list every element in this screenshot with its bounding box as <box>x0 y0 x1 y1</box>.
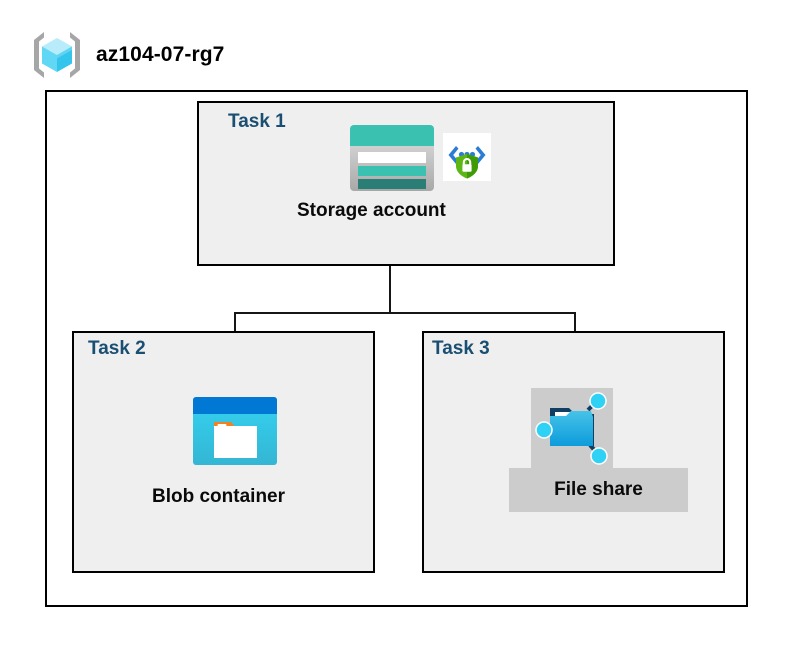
task-3-label: Task 3 <box>432 338 490 359</box>
blob-container-label: Blob container <box>152 486 286 507</box>
task-1-label: Task 1 <box>228 111 286 132</box>
file-share-icon[interactable] <box>533 390 611 467</box>
file-share-label: File share <box>509 468 688 512</box>
connector-storage-to-bus <box>389 228 391 314</box>
resource-group-title: az104-07-rg7 <box>96 43 225 66</box>
resource-group-header: az104-07-rg7 <box>30 25 330 85</box>
storage-account-icon[interactable] <box>349 124 435 192</box>
blob-container-icon[interactable] <box>192 396 278 466</box>
connector-horizontal-bus <box>234 312 576 314</box>
key-vault-secure-icon[interactable] <box>443 133 491 181</box>
storage-account-label: Storage account <box>297 200 446 221</box>
task-2-label: Task 2 <box>88 338 146 359</box>
resource-group-icon <box>34 32 80 78</box>
